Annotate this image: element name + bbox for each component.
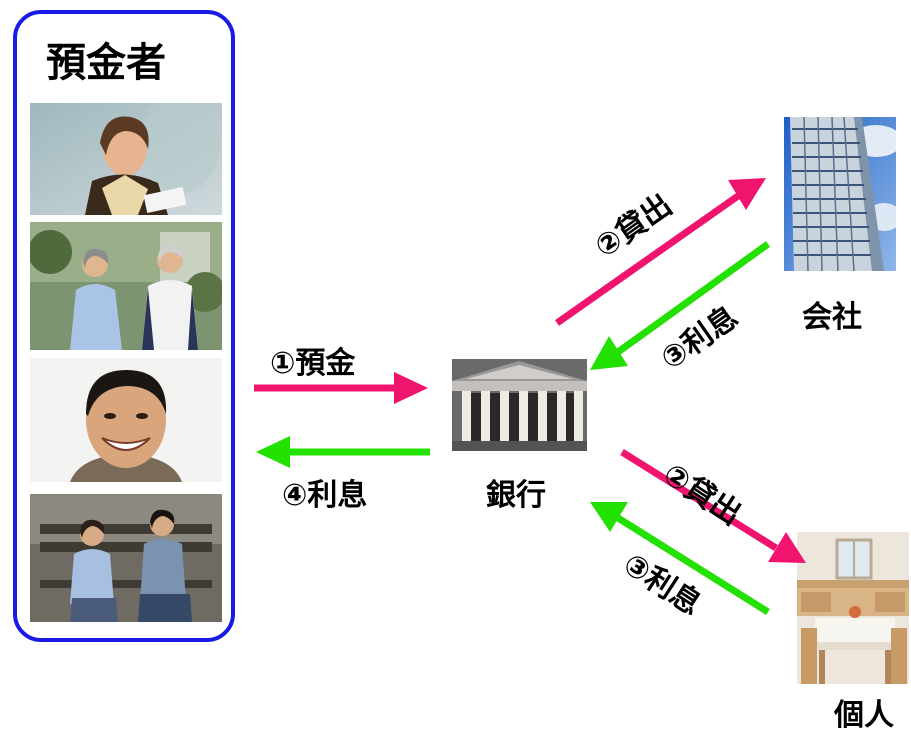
loan-to-individual-arrow: [620, 449, 806, 563]
interest-from-individual-arrow: [590, 502, 770, 615]
deposit-label: ①預金: [270, 346, 356, 381]
interest-to-depositors-label: ④利息: [282, 478, 368, 513]
interest-from-company-arrow: [590, 241, 771, 370]
individual-label: 個人: [834, 698, 894, 733]
depositors-title: 預金者: [46, 40, 166, 86]
depositor-photo-woman: [30, 103, 222, 215]
depositor-photo-smiling-man: [30, 358, 222, 482]
individual-home-image: [797, 532, 909, 684]
depositor-photo-bench-couple: [30, 494, 222, 622]
interest-to-depositors-arrow: [256, 436, 430, 468]
bank-label: 銀行: [486, 478, 546, 513]
company-label: 会社: [802, 300, 862, 335]
company-building-image: [784, 117, 896, 271]
deposit-arrow: [254, 372, 428, 404]
bank-building-image: [452, 359, 587, 451]
depositors-panel: [13, 10, 235, 642]
depositor-photo-elderly-couple: [30, 222, 222, 350]
loan-to-company-arrow: [554, 178, 766, 326]
